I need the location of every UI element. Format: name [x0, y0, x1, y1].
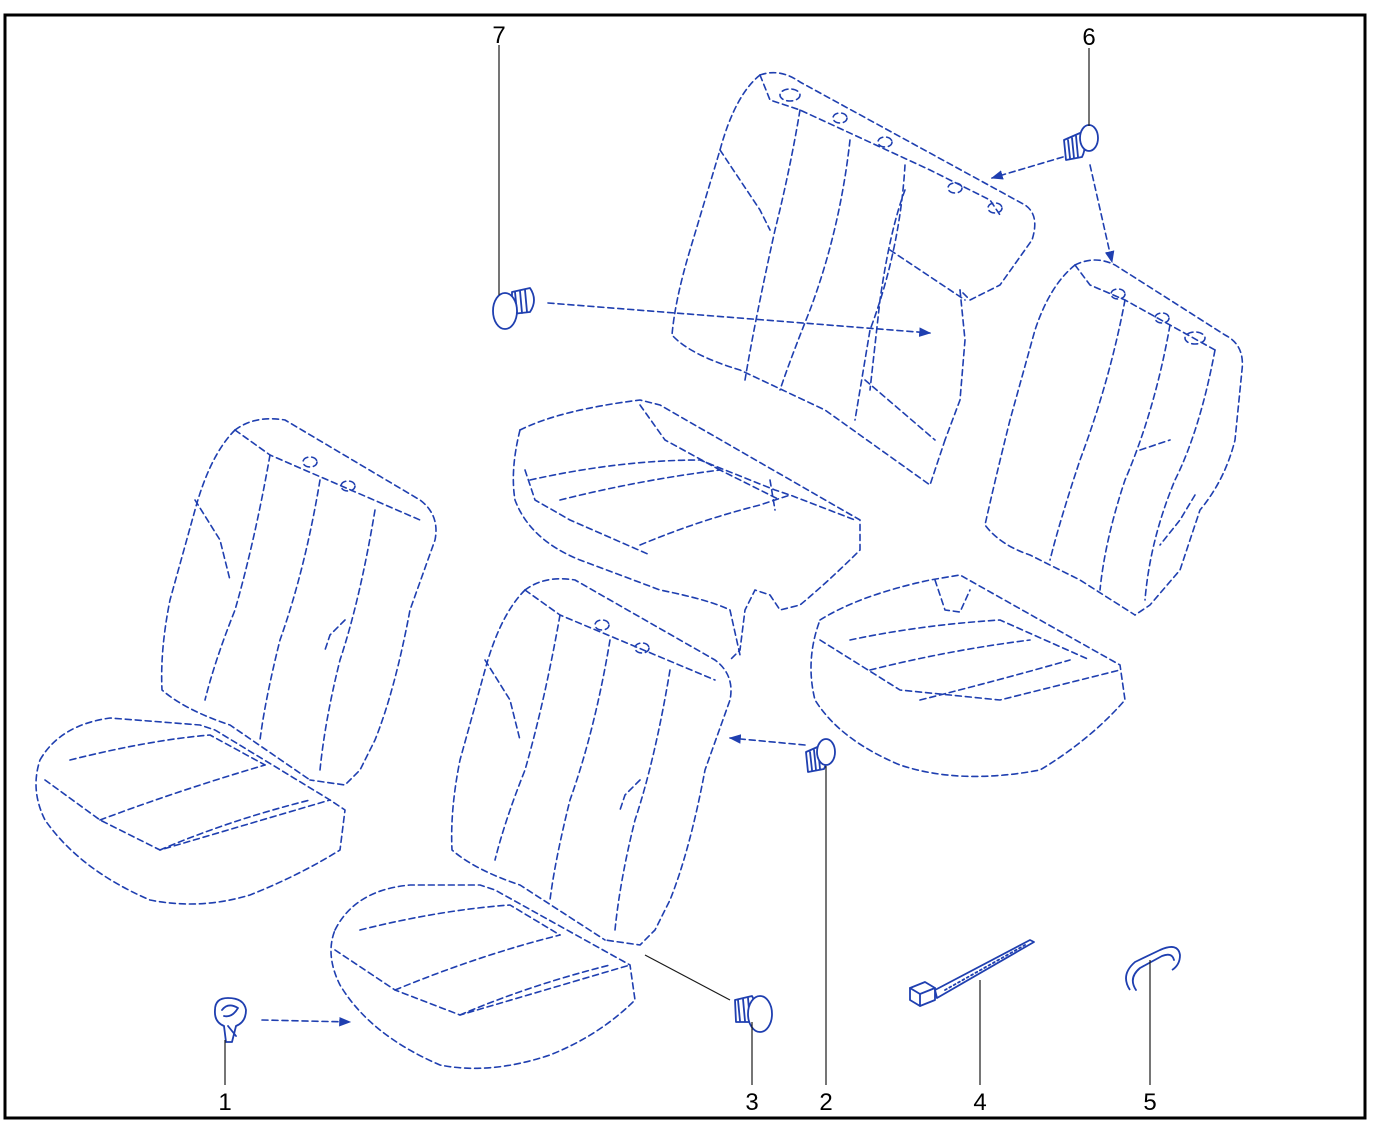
callout-5: 5 [1143, 1089, 1156, 1116]
rear-seat-back [671, 71, 1036, 486]
push-clip-part-1 [214, 997, 247, 1043]
diagram-frame [3, 13, 1367, 1120]
leader-lines [224, 45, 1151, 1085]
callout-2: 2 [819, 1089, 832, 1116]
callout-labels: 7 6 1 3 2 4 5 [218, 22, 1156, 1116]
callout-6: 6 [1082, 24, 1095, 51]
callout-3: 3 [745, 1089, 758, 1116]
fastener-part-2 [805, 738, 836, 773]
rear-seat-cushion-right [810, 574, 1126, 778]
fastener-part-3 [734, 995, 773, 1033]
front-seat-right [330, 577, 732, 1070]
rear-seat-back-right [984, 259, 1244, 616]
callout-4: 4 [973, 1089, 986, 1116]
callout-7: 7 [492, 22, 505, 49]
assembly-arrows [261, 156, 1115, 1027]
fastener-part-7 [492, 287, 535, 330]
front-seat-left [35, 417, 437, 905]
hog-ring-part-5 [1125, 946, 1181, 991]
callout-1: 1 [218, 1089, 231, 1116]
cable-tie-part-4 [909, 939, 1035, 1007]
fastener-part-6 [1063, 124, 1099, 161]
rear-seat-cushion-center [512, 399, 861, 661]
